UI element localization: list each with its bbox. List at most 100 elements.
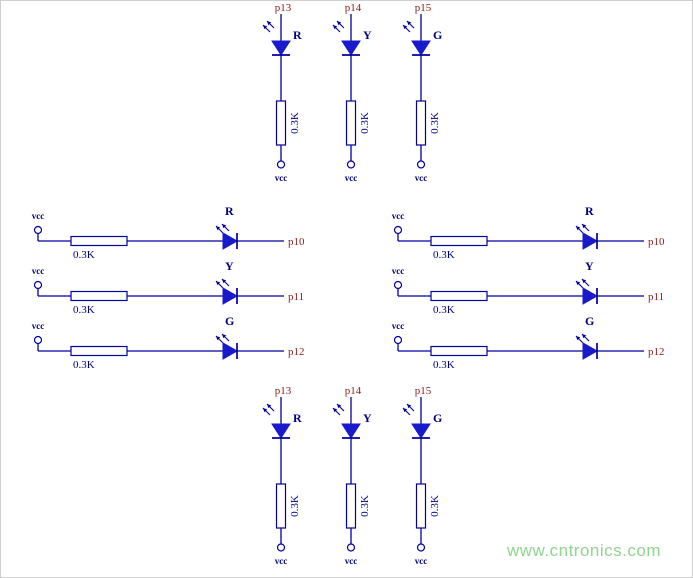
vcc-label: vcc — [415, 556, 428, 566]
circuit-bottom-yellow: p14 Y 0.3K vcc — [332, 385, 372, 566]
resistor — [345, 483, 357, 529]
vcc-label: vcc — [345, 556, 358, 566]
vcc-terminal — [346, 160, 356, 169]
resistor-value: 0.3K — [429, 495, 441, 517]
resistor-value: 0.3K — [433, 304, 455, 316]
vcc-terminal — [276, 160, 286, 169]
led-emission-arrows-icon — [575, 278, 590, 289]
led-color-label: R — [225, 204, 234, 218]
led-triangle-icon — [271, 40, 291, 56]
resistor — [415, 483, 427, 529]
pin-label: p15 — [415, 385, 432, 397]
resistor-value: 0.3K — [359, 495, 371, 517]
vcc-label: vcc — [32, 266, 45, 276]
led-color-label: G — [433, 411, 442, 425]
led-color-label: G — [433, 28, 442, 42]
watermark: www.cntronics.com — [507, 541, 661, 560]
led-color-label: R — [293, 411, 302, 425]
led-triangle-icon — [222, 232, 239, 250]
resistor — [430, 235, 488, 247]
led-triangle-icon — [411, 423, 431, 439]
resistor-value: 0.3K — [73, 249, 95, 261]
resistor-value: 0.3K — [433, 249, 455, 261]
resistor — [70, 290, 128, 302]
vcc-label: vcc — [345, 173, 358, 183]
led-triangle-icon — [341, 40, 361, 56]
resistor — [70, 345, 128, 357]
led-emission-arrows-icon — [215, 333, 230, 344]
vcc-label: vcc — [275, 173, 288, 183]
vcc-terminal — [416, 160, 426, 169]
led-color-label: Y — [225, 259, 234, 273]
vcc-label: vcc — [392, 266, 405, 276]
circuit-right-yellow: vcc 0.3K Y p11 — [392, 259, 664, 316]
pin-label: p15 — [415, 2, 432, 14]
vcc-label: vcc — [392, 321, 405, 331]
led-emission-arrows-icon — [575, 333, 590, 344]
led-triangle-icon — [582, 287, 599, 305]
circuit-top-red: p13 R 0.3K vcc — [262, 2, 302, 183]
vcc-terminal — [33, 225, 43, 235]
pin-label: p13 — [275, 385, 292, 397]
led-emission-arrows-icon — [262, 20, 275, 33]
led-emission-arrows-icon — [262, 403, 275, 416]
vcc-terminal — [416, 543, 426, 552]
resistor-value: 0.3K — [289, 112, 301, 134]
circuit-right-red: vcc 0.3K R p10 — [392, 204, 665, 261]
resistor — [70, 235, 128, 247]
resistor-value: 0.3K — [289, 495, 301, 517]
resistor — [415, 100, 427, 146]
resistor — [430, 290, 488, 302]
led-triangle-icon — [222, 287, 239, 305]
vcc-terminal — [276, 543, 286, 552]
led-color-label: R — [293, 28, 302, 42]
resistor-value: 0.3K — [359, 112, 371, 134]
resistor — [345, 100, 357, 146]
vcc-terminal — [33, 280, 43, 290]
led-color-label: R — [585, 204, 594, 218]
led-color-label: G — [585, 314, 594, 328]
circuit-top-yellow: p14 Y 0.3K vcc — [332, 2, 372, 183]
pin-label: p14 — [345, 385, 362, 397]
pin-label: p13 — [275, 2, 292, 14]
pin-label: p10 — [648, 236, 665, 248]
vcc-terminal — [393, 335, 403, 345]
vcc-terminal — [393, 225, 403, 235]
vcc-label: vcc — [32, 321, 45, 331]
led-triangle-icon — [341, 423, 361, 439]
resistor-value: 0.3K — [433, 359, 455, 371]
vcc-terminal — [33, 335, 43, 345]
resistor — [430, 345, 488, 357]
led-triangle-icon — [411, 40, 431, 56]
led-color-label: Y — [363, 28, 372, 42]
circuit-left-green: vcc 0.3K G p12 — [32, 314, 305, 371]
circuit-left-yellow: vcc 0.3K Y p11 — [32, 259, 304, 316]
led-emission-arrows-icon — [402, 403, 415, 416]
vcc-terminal — [346, 543, 356, 552]
led-triangle-icon — [222, 342, 239, 360]
pin-label: p11 — [648, 291, 664, 303]
pin-label: p12 — [288, 346, 305, 358]
pin-label: p10 — [288, 236, 305, 248]
pin-label: p12 — [648, 346, 665, 358]
led-emission-arrows-icon — [332, 20, 345, 33]
led-emission-arrows-icon — [575, 223, 590, 234]
led-color-label: G — [225, 314, 234, 328]
led-triangle-icon — [582, 342, 599, 360]
vcc-terminal — [393, 280, 403, 290]
circuit-left-red: vcc 0.3K R p10 — [32, 204, 305, 261]
led-emission-arrows-icon — [402, 20, 415, 33]
led-emission-arrows-icon — [215, 223, 230, 234]
led-triangle-icon — [582, 232, 599, 250]
led-emission-arrows-icon — [215, 278, 230, 289]
pin-label: p14 — [345, 2, 362, 14]
vcc-label: vcc — [32, 211, 45, 221]
led-triangle-icon — [271, 423, 291, 439]
resistor-value: 0.3K — [429, 112, 441, 134]
resistor — [275, 100, 287, 146]
led-color-label: Y — [585, 259, 594, 273]
circuit-right-green: vcc 0.3K G p12 — [392, 314, 665, 371]
vcc-label: vcc — [275, 556, 288, 566]
led-color-label: Y — [363, 411, 372, 425]
